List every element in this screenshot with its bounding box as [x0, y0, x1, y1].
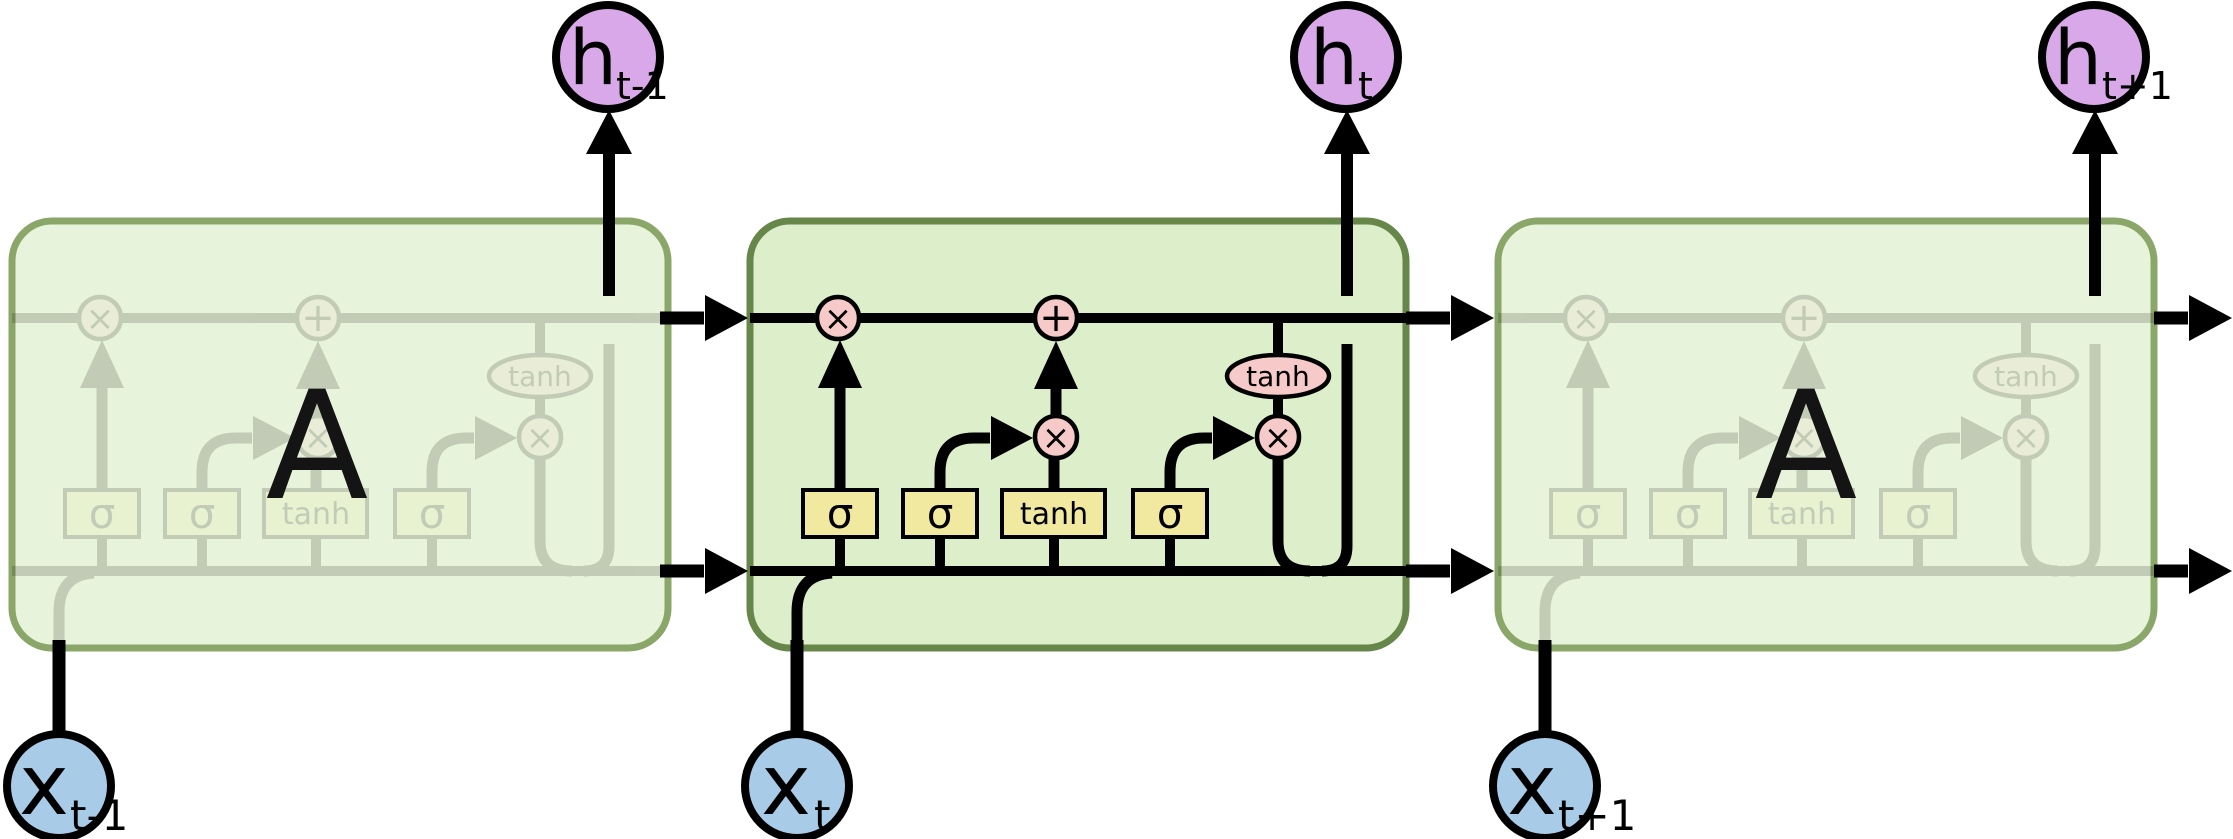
h-prev-label: ht-1	[569, 13, 669, 108]
arrow-right-icon	[1451, 295, 1494, 341]
arrow-right-icon	[2189, 295, 2232, 341]
chain-arrows	[660, 295, 2232, 594]
arrow-up-icon	[1324, 110, 1370, 154]
h-next-label: ht+1	[2054, 13, 2173, 108]
cell-next-label: A	[1755, 360, 1858, 534]
arrow-up-icon	[2072, 110, 2118, 154]
cell-previous-label: A	[266, 360, 369, 534]
x-current-node	[741, 730, 853, 839]
arrow-right-icon	[705, 295, 748, 341]
io-next	[1489, 1, 2150, 839]
arrow-right-icon	[705, 548, 748, 594]
x-next-node	[1489, 730, 1601, 839]
h-current-node	[1290, 1, 1402, 113]
h-current-label: ht	[1310, 13, 1373, 108]
io-current	[741, 1, 1402, 839]
x-next-label: xt+1	[1507, 736, 1636, 839]
arrow-right-icon	[2189, 548, 2232, 594]
io-previous	[3, 1, 664, 839]
h-prev-node	[552, 1, 664, 113]
arrow-up-icon	[586, 110, 632, 154]
arrow-right-icon	[1451, 548, 1494, 594]
x-current-label: xt	[761, 736, 830, 839]
x-prev-label: xt-1	[19, 736, 128, 839]
x-prev-node	[3, 730, 115, 839]
h-next-node	[2038, 1, 2150, 113]
